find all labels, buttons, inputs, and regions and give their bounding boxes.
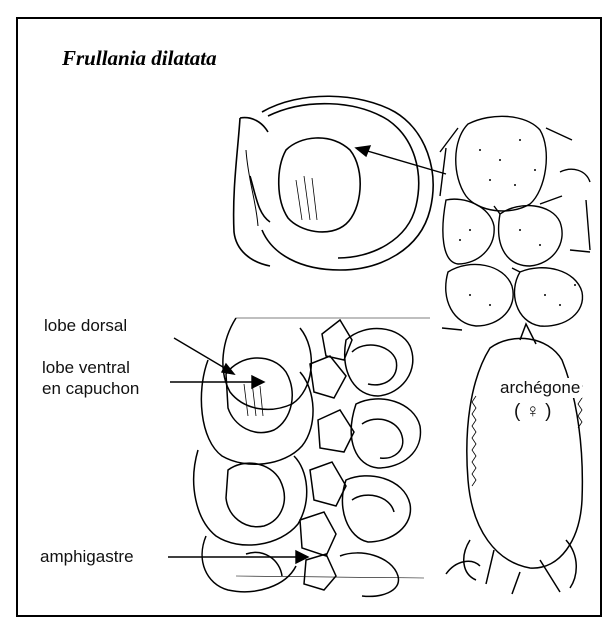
label-archegone: archégone (498, 378, 582, 398)
label-arrows (168, 338, 308, 563)
label-lobe-ventral-line2: en capuchon (42, 379, 139, 399)
arrow-lobe-dorsal (174, 338, 228, 370)
label-lobe-ventral-line1: lobe ventral (42, 358, 130, 378)
archegone-structure (446, 324, 582, 594)
label-lobe-dorsal: lobe dorsal (44, 316, 127, 336)
upper-leaf-detail (234, 96, 433, 270)
label-amphigastre: amphigastre (40, 547, 134, 567)
label-female-symbol: ( ♀ ) (514, 402, 551, 422)
upper-arrow (356, 146, 446, 174)
lower-shoot-detail (194, 318, 430, 596)
cell-network-detail (440, 116, 590, 330)
figure-title: Frullania dilatata (62, 46, 217, 71)
